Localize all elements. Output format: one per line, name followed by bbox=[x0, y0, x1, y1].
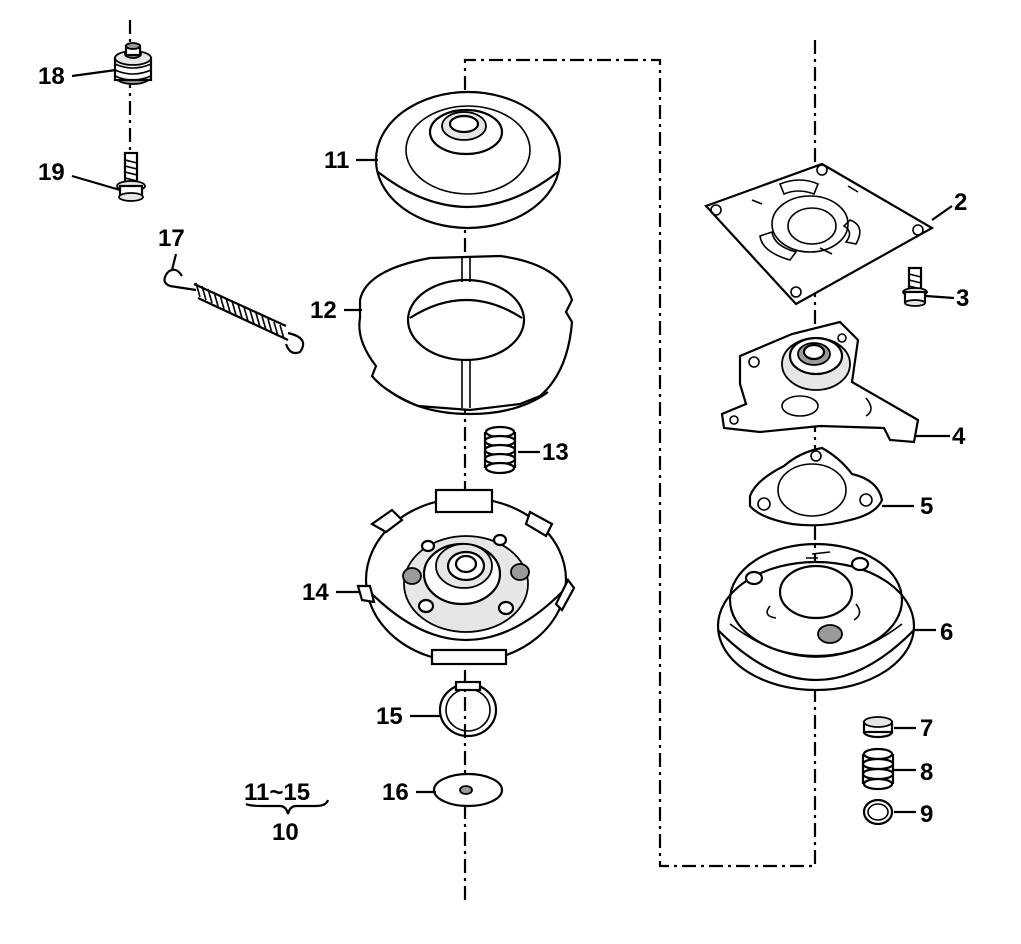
label-5: 5 bbox=[920, 493, 933, 520]
part-18-nut bbox=[113, 42, 153, 85]
part-16-washer bbox=[432, 772, 504, 808]
part-labels: 18 19 17 11 12 13 14 15 16 11~15 10 2 3 … bbox=[38, 63, 969, 846]
part-3-bolt bbox=[902, 266, 928, 307]
part-6-housing bbox=[716, 542, 916, 692]
part-5-gasket bbox=[748, 446, 884, 527]
label-7: 7 bbox=[920, 715, 933, 742]
label-11: 11 bbox=[324, 147, 349, 174]
part-4-bracket bbox=[720, 320, 920, 444]
assembly-lines bbox=[128, 20, 817, 900]
part-19-bolt bbox=[116, 151, 146, 202]
part-13-spring bbox=[483, 425, 517, 475]
label-3: 3 bbox=[956, 285, 969, 312]
label-18: 18 bbox=[38, 63, 65, 90]
part-14-drum bbox=[356, 488, 576, 666]
part-9-ring bbox=[862, 798, 894, 826]
leader-lines bbox=[71, 68, 955, 815]
label-17: 17 bbox=[158, 225, 185, 252]
label-6: 6 bbox=[940, 619, 953, 646]
label-14: 14 bbox=[302, 579, 329, 606]
part-12-clutch-disc bbox=[358, 254, 574, 416]
label-9: 9 bbox=[920, 801, 933, 828]
label-4: 4 bbox=[952, 423, 966, 450]
part-8-spring bbox=[861, 747, 895, 791]
part-15-snap-ring bbox=[438, 680, 498, 738]
part-7-cap bbox=[862, 716, 894, 739]
label-8: 8 bbox=[920, 759, 933, 786]
label-19: 19 bbox=[38, 159, 65, 186]
label-10: 10 bbox=[272, 819, 299, 846]
label-group-range: 11~15 bbox=[244, 779, 310, 806]
part-11-cone-plate bbox=[374, 90, 562, 230]
label-2: 2 bbox=[954, 189, 967, 216]
label-13: 13 bbox=[542, 439, 569, 466]
part-17-spring bbox=[163, 268, 305, 355]
label-12: 12 bbox=[310, 297, 337, 324]
label-15: 15 bbox=[376, 703, 403, 730]
part-2-mounting-plate bbox=[704, 162, 935, 306]
label-16: 16 bbox=[382, 779, 409, 806]
